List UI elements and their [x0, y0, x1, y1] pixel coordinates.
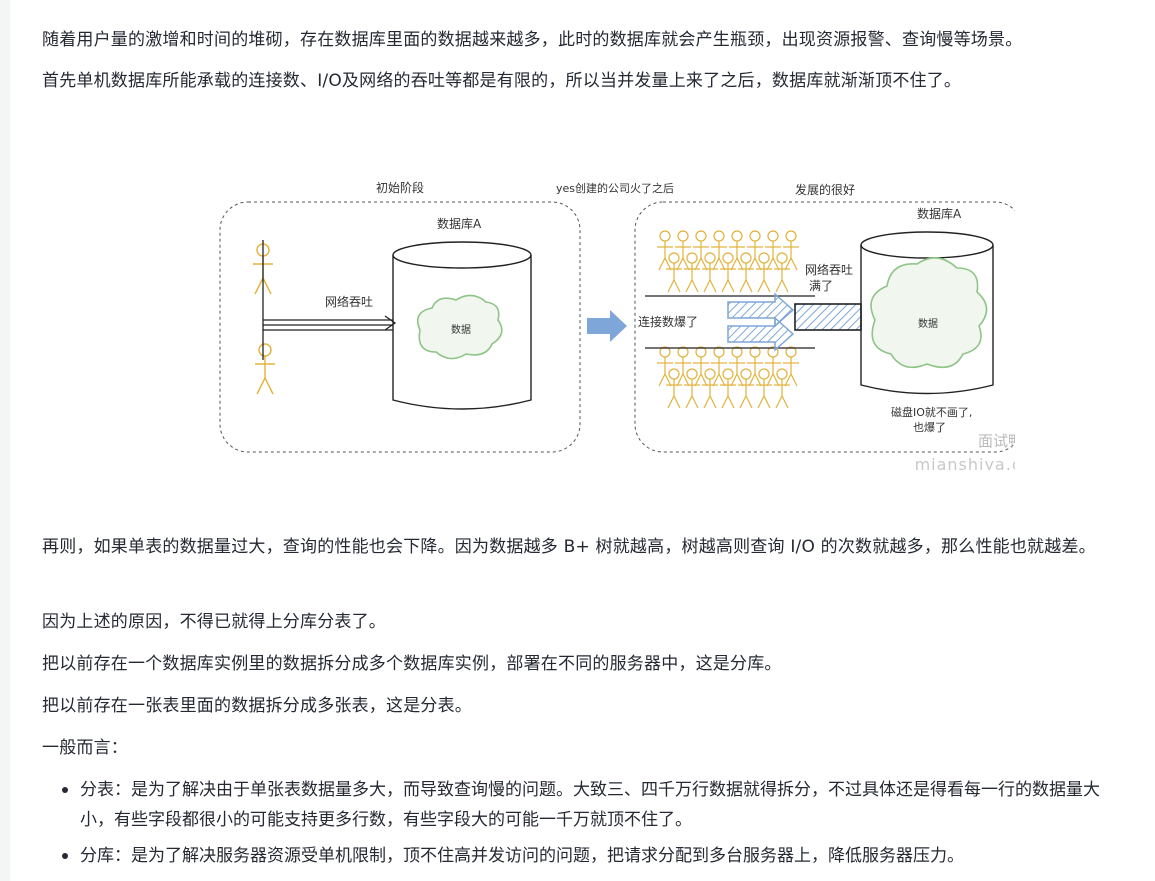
paragraph: 把以前存在一张表里面的数据拆分成多张表，这是分表。 [42, 696, 472, 716]
bullet-list: 分表：是为了解决由于单张表数据量多大，而导致查询慢的问题。大致三、四千万行数据就… [42, 775, 1117, 877]
left-gutter [0, 0, 10, 881]
paragraph: 随着用户量的激增和时间的堆砌，存在数据库里面的数据越来越多，此时的数据库就会产生… [42, 30, 1023, 50]
database-cylinder [860, 231, 994, 395]
right-stage-title: 发展的很好 [795, 182, 855, 197]
left-stage-title: 初始阶段 [376, 180, 424, 195]
list-item-text: 分库：是为了解决服务器资源受单机限制，顶不住高并发访问的问题，把请求分配到多台服… [80, 846, 964, 866]
diagram-figure: 初始阶段 数据库A 网络吞吐 数据 yes创建的公司火了 [175, 170, 1048, 474]
request-arrow-icon [727, 316, 795, 352]
crowd-top [656, 230, 800, 293]
disk-io-label: 也爆了 [913, 420, 946, 434]
data-label: 数据 [918, 317, 938, 330]
middle-caption: yes创建的公司火了之后 [556, 181, 674, 195]
data-label: 数据 [451, 323, 471, 336]
watermark: 面试鸭 [978, 432, 1015, 450]
database-cylinder [392, 241, 532, 410]
paragraph: 一般而言： [42, 738, 128, 758]
bullet-icon [62, 787, 68, 793]
network-arrows [262, 240, 397, 360]
disk-io-label: 磁盘IO就不画了, [891, 405, 972, 419]
data-cloud [870, 257, 988, 369]
right-stage-border [634, 201, 1024, 453]
request-arrow-icon [727, 292, 795, 328]
bullet-icon [62, 853, 68, 859]
network-full-label: 网络吞吐 [805, 262, 853, 277]
data-cloud [416, 294, 503, 360]
person-icon [254, 343, 276, 395]
watermark: mianshiya.com [915, 455, 1015, 470]
db-label: 数据库A [437, 216, 482, 231]
diagram-svg: 初始阶段 数据库A 网络吞吐 数据 yes创建的公司火了 [219, 180, 1048, 474]
paragraph: 因为上述的原因，不得已就得上分库分表了。 [42, 612, 386, 632]
transition-arrow-icon [587, 310, 627, 342]
db-label: 数据库A [917, 206, 962, 221]
network-full-label: 满了 [809, 279, 833, 293]
paragraph: 首先单机数据库所能承载的连接数、I/O及网络的吞吐等都是有限的，所以当并发量上来… [42, 71, 962, 91]
connections-full-label: 连接数爆了 [638, 314, 698, 329]
paragraph: 把以前存在一个数据库实例里的数据拆分成多个数据库实例，部署在不同的服务器中，这是… [42, 654, 782, 674]
network-pipe [794, 303, 862, 331]
left-stage-border [219, 201, 581, 453]
list-item: 分库：是为了解决服务器资源受单机限制，顶不住高并发访问的问题，把请求分配到多台服… [42, 841, 1117, 871]
crowd-bottom [656, 346, 800, 409]
list-item-text: 分表：是为了解决由于单张表数据量多大，而导致查询慢的问题。大致三、四千万行数据就… [80, 780, 1100, 830]
list-item: 分表：是为了解决由于单张表数据量多大，而导致查询慢的问题。大致三、四千万行数据就… [42, 775, 1117, 835]
paragraph: 再则，如果单表的数据量过大，查询的性能也会下降。因为数据越多 B+ 树就越高，树… [42, 537, 1096, 557]
network-label: 网络吞吐 [325, 294, 373, 309]
